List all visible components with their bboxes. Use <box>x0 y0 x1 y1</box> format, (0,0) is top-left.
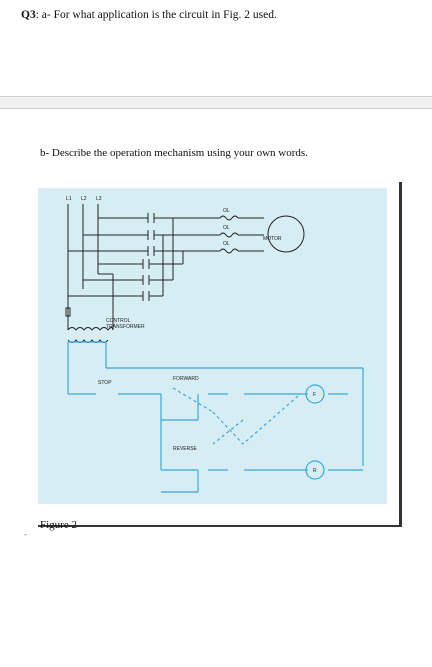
label-control: CONTROL <box>106 318 131 324</box>
label-transformer: TRANSFORMER <box>106 324 145 330</box>
label-reverse: REVERSE <box>173 446 198 452</box>
label-forward: FORWARD <box>173 376 199 382</box>
figure-caption: Figure 2 <box>40 519 77 531</box>
question-a-text: : a- For what application is the circuit… <box>35 9 277 21</box>
label-l1: L1 <box>66 196 72 202</box>
frame-bottom-border <box>38 525 402 527</box>
coil-r-label: R <box>313 468 317 474</box>
label-l2: L2 <box>81 196 87 202</box>
label-l3: L3 <box>96 196 102 202</box>
dash-mark: - <box>24 530 27 539</box>
label-stop: STOP <box>98 380 112 386</box>
figure-frame: L1 L2 L3 MOTOR OL OL OL CONTROL TRANSFOR… <box>38 182 402 527</box>
label-ol-1: OL <box>223 208 230 214</box>
question-a: Q3: a- For what application is the circu… <box>21 9 277 21</box>
label-ol-3: OL <box>223 241 230 247</box>
label-ol-2: OL <box>223 225 230 231</box>
label-motor: MOTOR <box>263 236 282 242</box>
frame-right-border <box>399 182 402 527</box>
separator-band <box>0 96 432 109</box>
motor-control-diagram: L1 L2 L3 MOTOR OL OL OL CONTROL TRANSFOR… <box>38 188 387 504</box>
question-b: b- Describe the operation mechanism usin… <box>40 147 308 159</box>
question-number: Q3 <box>21 9 36 21</box>
coil-f-label: F <box>313 392 316 398</box>
